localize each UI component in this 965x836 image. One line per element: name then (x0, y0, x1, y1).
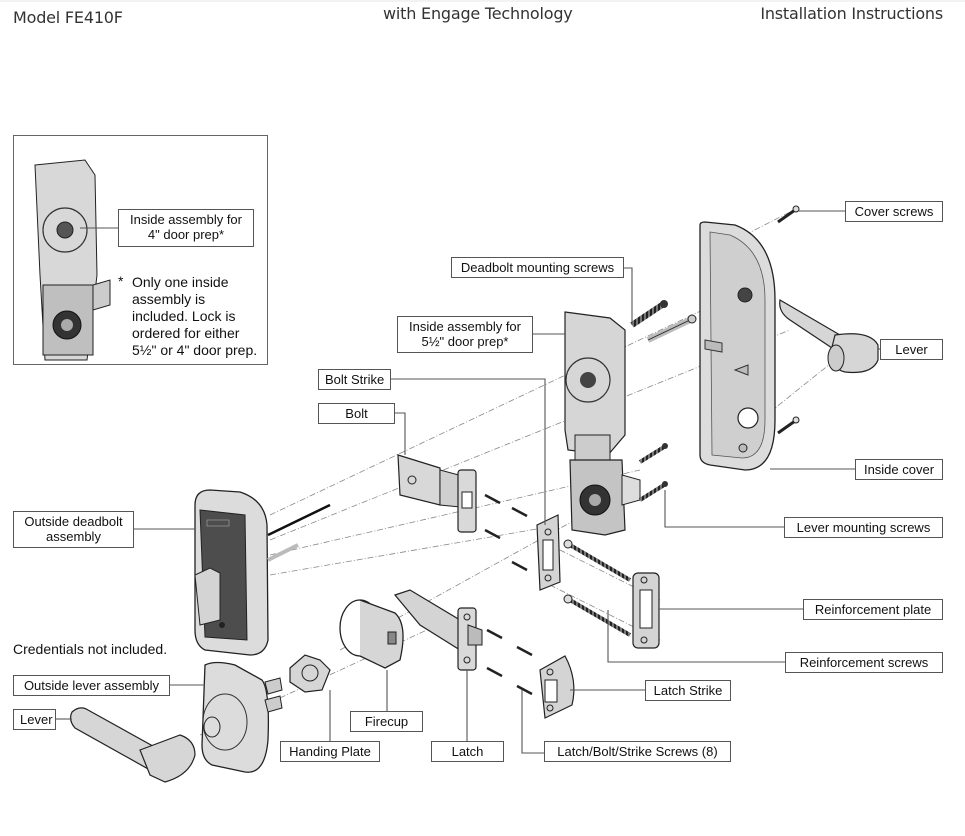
cover-screw-art (777, 205, 800, 435)
bolt-art (397, 454, 477, 533)
callout-deadbolt-mounting-screws: Deadbolt mounting screws (451, 257, 624, 278)
callout-reinforcement-screws: Reinforcement screws (785, 652, 943, 673)
inset-footnote-marker: * (118, 273, 124, 289)
bolt-screws-art (484, 493, 528, 572)
callout-latch-bolt-strike-screws: Latch/Bolt/Strike Screws (8) (544, 741, 731, 762)
callout-latch-strike: Latch Strike (645, 680, 731, 701)
callout-line: Outside deadbolt (24, 514, 123, 529)
callout-latch: Latch (431, 741, 504, 762)
callout-lever-inside: Lever (880, 339, 943, 360)
outside-deadbolt-art (194, 489, 331, 656)
document-type: Installation Instructions (760, 4, 943, 23)
callout-line: 5½" door prep* (421, 334, 509, 349)
deadbolt-mounting-screws-art (630, 300, 697, 343)
callout-firecup: Firecup (350, 711, 423, 732)
callout-bolt: Bolt (318, 403, 395, 424)
footnote-line: Only one inside (132, 274, 229, 290)
callout-line: Inside assembly for (130, 212, 242, 227)
latch-screws-art (486, 628, 533, 696)
inset-box-4in-assembly (13, 135, 268, 365)
callout-outside-deadbolt-assembly: Outside deadbolt assembly (13, 511, 134, 548)
callout-reinforcement-plate: Reinforcement plate (803, 599, 943, 620)
callout-lever-mounting-screws: Lever mounting screws (784, 517, 943, 538)
reinforcement-screws-art (563, 539, 632, 637)
firecup-art (339, 599, 404, 669)
inside-cover-art (699, 221, 776, 471)
header-subtitle: with Engage Technology (383, 4, 573, 23)
callout-cover-screws: Cover screws (845, 201, 943, 222)
handing-plate-art (289, 654, 331, 693)
outside-lever-art (69, 707, 196, 783)
callout-lever-outside: Lever (13, 709, 56, 730)
callout-line: Inside assembly for (409, 319, 521, 334)
outside-lever-assembly-art (201, 661, 283, 773)
lever-mounting-screws-art (638, 443, 668, 502)
callout-inside-cover: Inside cover (855, 459, 943, 480)
footnote-line: assembly is (132, 291, 206, 307)
inset-footnote: Only one inside assembly is included. Lo… (132, 274, 257, 359)
page-top-border (0, 0, 965, 2)
callout-outside-lever-assembly: Outside lever assembly (13, 675, 170, 696)
latch-art (393, 589, 483, 671)
model-number: Model FE410F (13, 8, 123, 27)
reinforcement-plate-art (632, 572, 660, 649)
callout-line: assembly (46, 529, 101, 544)
footnote-line: included. Lock is (132, 308, 236, 324)
credentials-note: Credentials not included. (13, 641, 168, 657)
callout-inside-assembly-4in: Inside assembly for 4" door prep* (118, 209, 254, 247)
latch-strike-art (539, 655, 575, 719)
inside-lever-art (779, 299, 879, 374)
callout-bolt-strike: Bolt Strike (318, 369, 391, 390)
footnote-line: 5½" or 4" door prep. (132, 342, 258, 358)
callout-inside-assembly-55in: Inside assembly for 5½" door prep* (397, 316, 533, 353)
footnote-line: ordered for either (132, 325, 240, 341)
inside-assembly-4in-art (34, 159, 111, 361)
bolt-strike-art (536, 514, 561, 591)
callout-handing-plate: Handing Plate (280, 741, 380, 762)
callout-line: 4" door prep* (147, 227, 225, 242)
